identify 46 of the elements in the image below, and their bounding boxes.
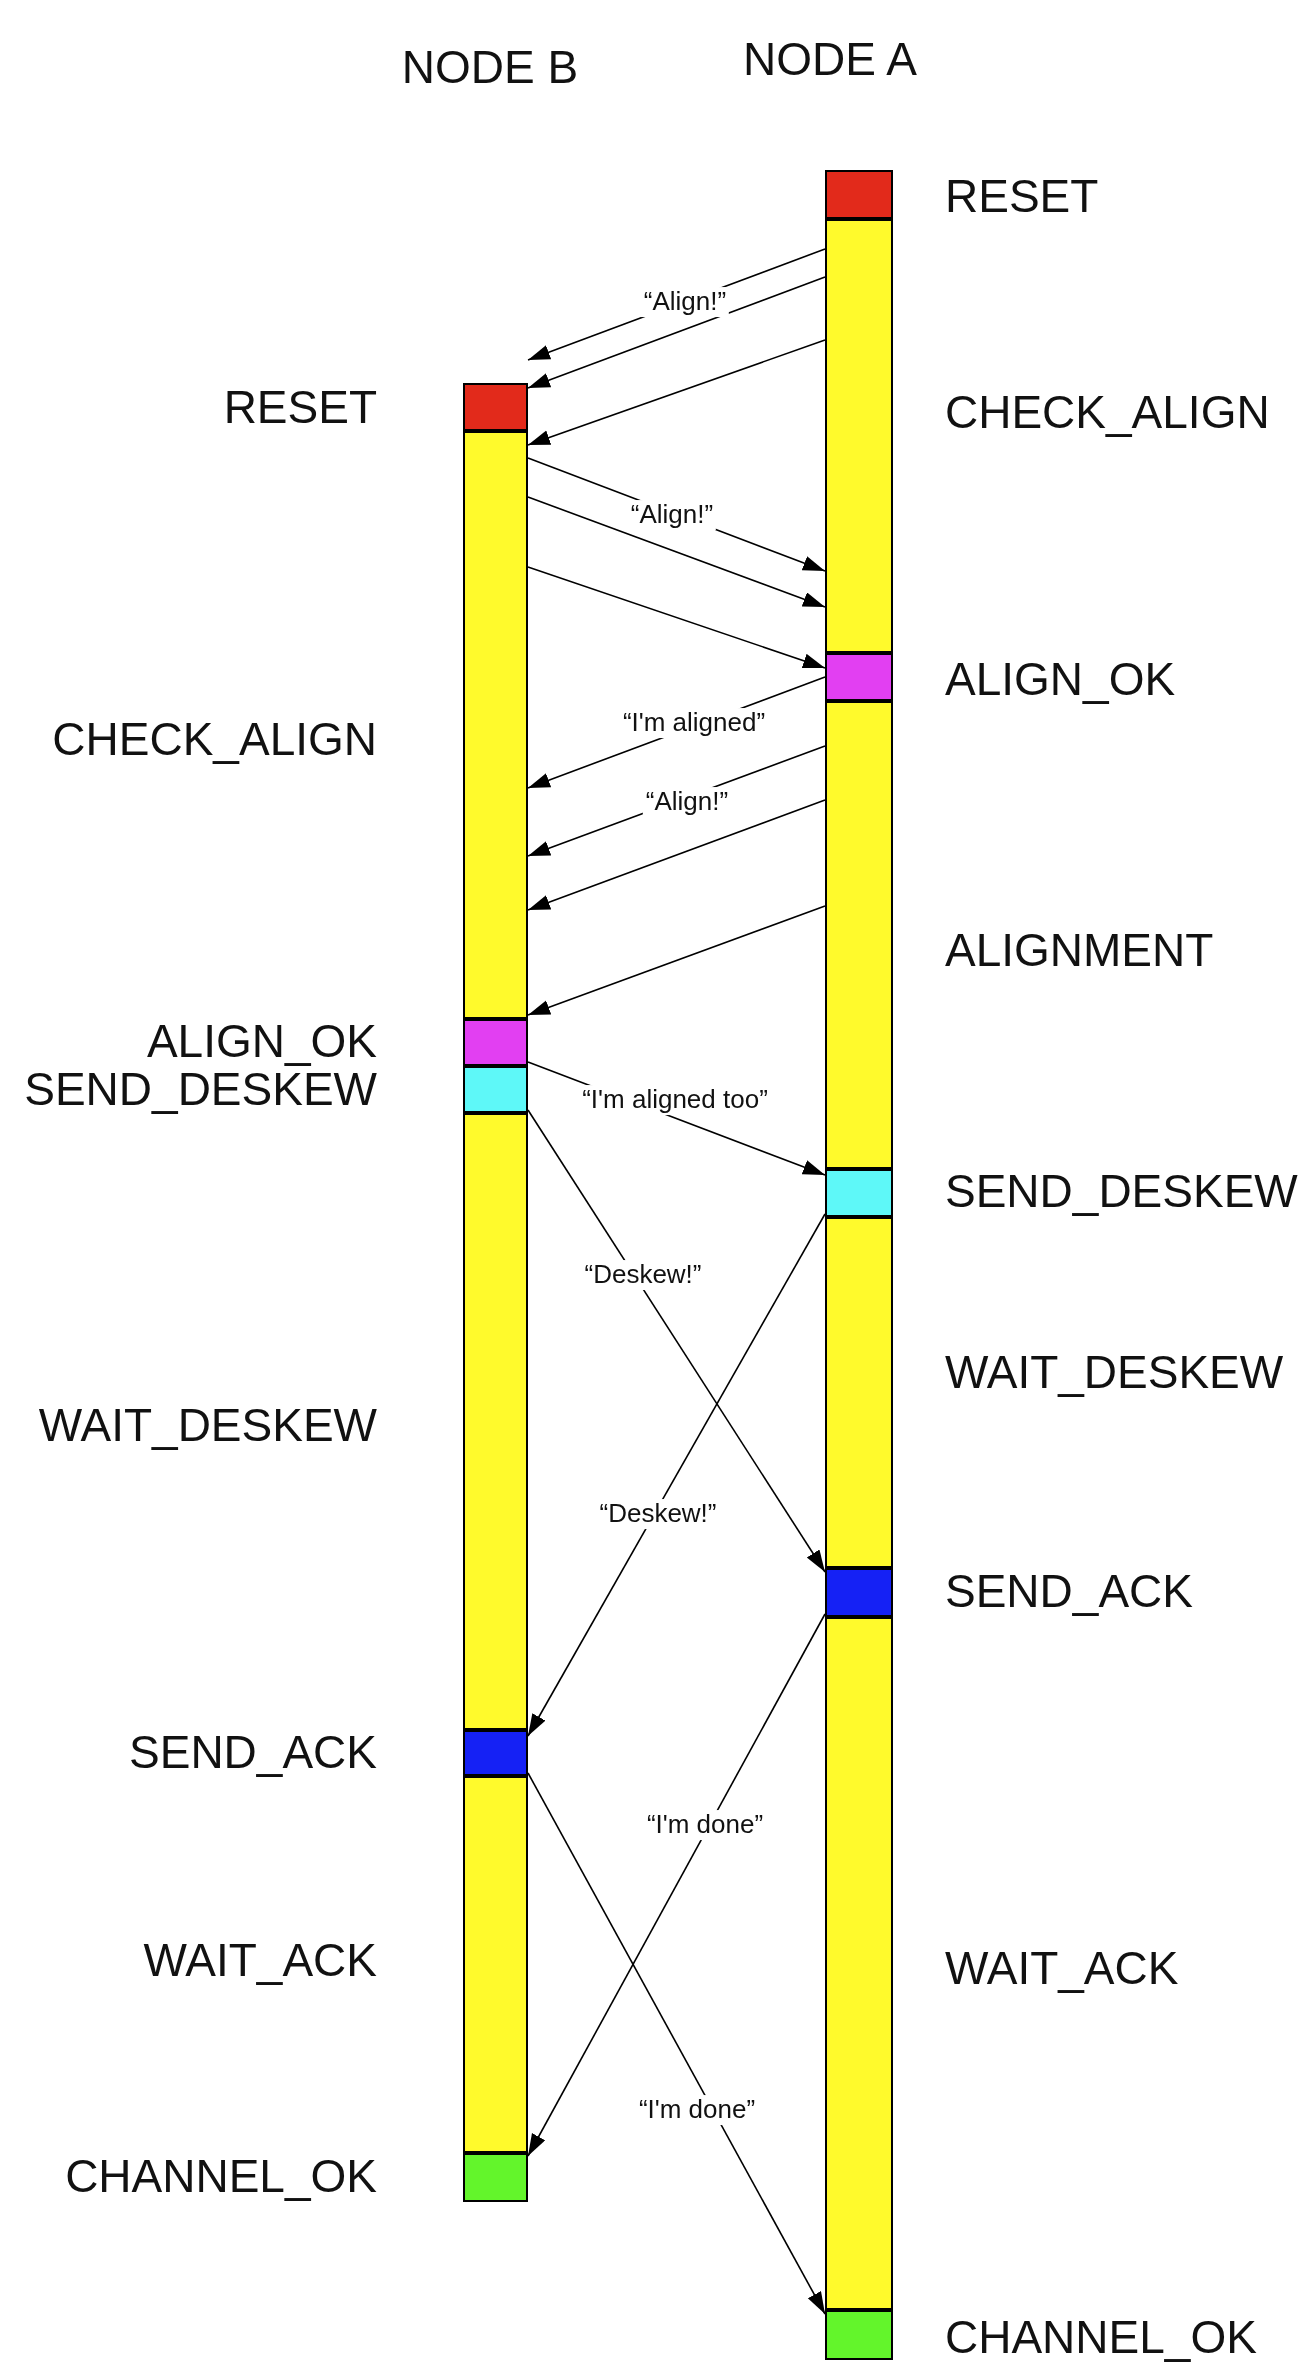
state-label: WAIT_ACK [945, 1942, 1179, 1994]
state-bar [825, 219, 893, 653]
state-label: CHECK_ALIGN [945, 386, 1270, 438]
state-label: RESET [223, 381, 377, 433]
state-label: ALIGN_OK [945, 653, 1176, 705]
state-label: RESET [945, 170, 1099, 222]
arrow [527, 799, 826, 911]
state-bar [825, 170, 893, 219]
state-bar [463, 1776, 528, 2153]
state-bar [463, 1019, 528, 1066]
arrow [527, 566, 826, 669]
state-bar [825, 1169, 893, 1217]
arrow [527, 276, 826, 389]
state-bar [825, 701, 893, 1169]
state-bar [825, 1617, 893, 2310]
state-label: CHANNEL_OK [65, 2150, 377, 2202]
state-label: SEND_ACK [945, 1565, 1193, 1617]
state-bar [463, 1113, 528, 1730]
state-label: CHANNEL_OK [945, 2311, 1257, 2363]
state-label: WAIT_ACK [143, 1934, 377, 1986]
state-label: ALIGNMENT [945, 924, 1214, 976]
arrow [527, 1109, 826, 1573]
state-label: SEND_ACK [129, 1726, 377, 1778]
arrow [527, 1613, 826, 2157]
state-label: WAIT_DESKEW [945, 1346, 1284, 1398]
lifeline-title: NODE B [400, 42, 580, 93]
arrow [527, 496, 826, 608]
state-label: ALIGN_OK [146, 1015, 377, 1067]
lifeline-title: NODE A [742, 34, 918, 85]
state-bar [463, 2153, 528, 2202]
state-bar [463, 431, 528, 1019]
state-bar [825, 2310, 893, 2360]
state-bar [825, 1217, 893, 1568]
arrow [527, 1213, 826, 1737]
arrow [527, 905, 826, 1016]
state-label: CHECK_ALIGN [52, 713, 377, 765]
state-label: WAIT_DESKEW [38, 1399, 377, 1451]
state-label: SEND_DESKEW [945, 1165, 1298, 1217]
arrow [527, 1772, 826, 2315]
arrow [527, 339, 826, 446]
edge-label: “Align!” [640, 287, 730, 317]
state-bar [463, 1066, 528, 1113]
state-bar [463, 383, 528, 431]
state-bar [825, 1568, 893, 1617]
state-bar [463, 1730, 528, 1776]
state-bar [825, 653, 893, 701]
